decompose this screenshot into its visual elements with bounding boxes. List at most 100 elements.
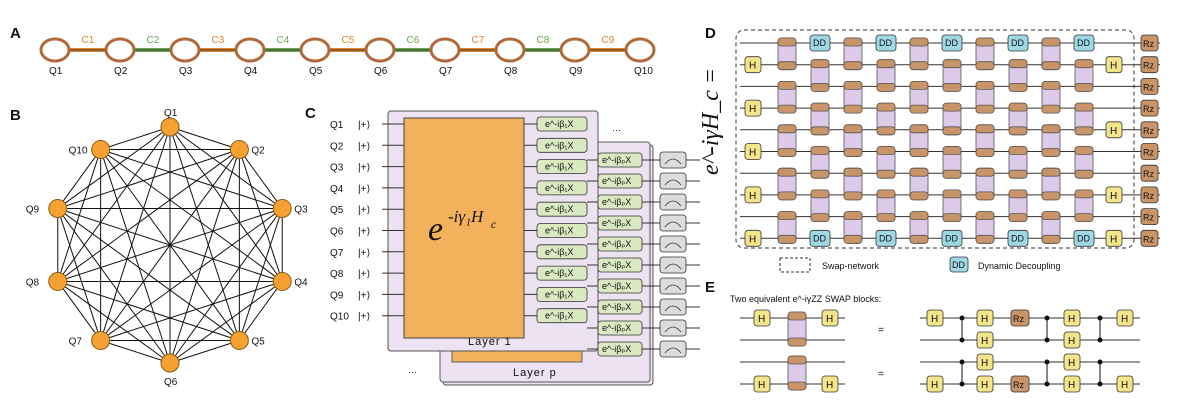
graph-node-8 bbox=[48, 271, 68, 291]
e-h-c-1-label: H bbox=[981, 336, 988, 347]
dd-gate bbox=[941, 229, 963, 247]
swap-cap-top bbox=[1041, 124, 1061, 134]
e-h-left-2 bbox=[753, 375, 771, 393]
mixer-label-1-9: e^-iβ₁X bbox=[545, 289, 573, 299]
graph-node-label-4: Q4 bbox=[294, 277, 308, 288]
chain-qubit-8 bbox=[494, 37, 526, 63]
legend-swap-text: Swap-network bbox=[822, 261, 880, 271]
rz-label: Rz bbox=[1143, 104, 1154, 114]
e-dot-1b bbox=[959, 381, 965, 387]
swap-cap-bottom bbox=[843, 61, 863, 71]
chain-qubit-3 bbox=[169, 37, 201, 63]
edge-7-9 bbox=[57, 208, 102, 341]
measure-9 bbox=[659, 319, 687, 337]
swap-cap-bottom bbox=[876, 213, 896, 223]
swap-cap-top bbox=[876, 189, 896, 199]
panel-label-e: E bbox=[705, 279, 715, 296]
swap-cap-bottom bbox=[1008, 213, 1028, 223]
swap-cap-bottom bbox=[975, 61, 995, 71]
swap-cap-bottom bbox=[1041, 234, 1061, 244]
swap-cap-bottom bbox=[942, 83, 962, 92]
dd-gate bbox=[875, 34, 897, 52]
graph-node-label-7: Q7 bbox=[69, 336, 83, 347]
graph-node-6 bbox=[160, 353, 180, 373]
mixer-label-p-2: e^-iβₚX bbox=[602, 176, 631, 186]
edge-1-2 bbox=[169, 126, 240, 151]
edge-5-10 bbox=[100, 149, 240, 341]
e-h-right-2-label: H bbox=[826, 380, 833, 391]
swap-cap-top bbox=[942, 102, 962, 112]
chain-qubit-2 bbox=[104, 37, 136, 63]
swap-cap-bottom bbox=[777, 148, 797, 157]
mixer-label-1-4: e^-iβ₁X bbox=[545, 183, 573, 193]
swap-network-box bbox=[735, 29, 1135, 249]
measure-6 bbox=[659, 256, 687, 274]
mixer-gate-1-2 bbox=[536, 137, 588, 153]
h-gate-left bbox=[744, 186, 762, 204]
measure-arc-2 bbox=[664, 179, 682, 186]
e-block-2-cap-top bbox=[787, 355, 807, 365]
measure-arc-5 bbox=[664, 242, 682, 249]
measure-arc-3 bbox=[664, 200, 682, 207]
swap-cap-top bbox=[909, 167, 929, 177]
e-rz-2 bbox=[1010, 375, 1030, 393]
swap-cap-bottom bbox=[876, 126, 896, 136]
c-init-state-1: |+⟩ bbox=[358, 120, 370, 131]
chain-qubit-label-4: Q4 bbox=[244, 66, 258, 77]
graph-node-label-6: Q6 bbox=[164, 377, 178, 388]
swap-cap-top bbox=[876, 59, 896, 69]
mixer-gate-p-6 bbox=[597, 257, 643, 273]
swap-cap-top bbox=[777, 37, 797, 47]
rz-label: Rz bbox=[1143, 39, 1154, 49]
e-dot-3b bbox=[1097, 381, 1103, 387]
edge-2-9 bbox=[57, 149, 240, 210]
edge-6-9 bbox=[57, 208, 171, 364]
edge-1-4 bbox=[169, 126, 283, 282]
mixer-gate-1-4 bbox=[536, 180, 588, 196]
edge-1-10 bbox=[100, 126, 171, 151]
e-h-c-2 bbox=[976, 375, 994, 393]
graph-node-10 bbox=[91, 140, 111, 160]
rz-gate bbox=[1140, 34, 1159, 52]
measure-2 bbox=[659, 172, 687, 190]
chain-qubit-5 bbox=[299, 37, 331, 63]
c-qubit-label-9: Q9 bbox=[330, 290, 344, 301]
dd-label: DD bbox=[945, 233, 958, 243]
coupler-label-9: C9 bbox=[602, 35, 615, 46]
coupler-label-4: C4 bbox=[277, 35, 290, 46]
swap-cap-top bbox=[810, 102, 830, 112]
panel-label-d: D bbox=[705, 25, 716, 42]
measure-arc-8 bbox=[664, 305, 682, 312]
mixer-label-p-1: e^-iβₚX bbox=[602, 155, 631, 165]
e-h-f-2-label: H bbox=[1121, 380, 1128, 391]
layer-p-label: Layer p bbox=[513, 367, 557, 379]
h-label-right: H bbox=[1110, 234, 1117, 245]
e-h-e-1-label: H bbox=[1068, 336, 1075, 347]
swap-cap-top bbox=[810, 189, 830, 199]
e-h-b-2 bbox=[976, 353, 994, 371]
mixer-label-p-6: e^-iβₚX bbox=[602, 260, 631, 270]
c-qubit-label-5: Q5 bbox=[330, 205, 344, 216]
c-init-state-7: |+⟩ bbox=[358, 248, 370, 259]
swap-cap-top bbox=[1041, 37, 1061, 47]
swap-cap-top bbox=[876, 102, 896, 112]
graph-node-3 bbox=[272, 199, 292, 219]
dd-label: DD bbox=[1077, 38, 1090, 48]
panel-label-a: A bbox=[10, 25, 21, 42]
measure-arc-4 bbox=[664, 221, 682, 228]
edge-4-10 bbox=[100, 149, 283, 282]
c-init-state-2: |+⟩ bbox=[358, 141, 370, 152]
swap-cap-top bbox=[843, 81, 863, 90]
rz-gate bbox=[1140, 208, 1159, 226]
h-label-right: H bbox=[1110, 126, 1117, 137]
dd-label: DD bbox=[813, 233, 826, 243]
measure-arc-6 bbox=[664, 263, 682, 270]
graph-node-label-1: Q1 bbox=[164, 108, 178, 119]
edge-6-8 bbox=[57, 281, 171, 364]
swap-cap-bottom bbox=[1074, 126, 1094, 136]
e-equals-1: = bbox=[878, 325, 884, 336]
coupler-label-7: C7 bbox=[472, 35, 485, 46]
e-h-a-1 bbox=[926, 309, 944, 327]
swap-cap-bottom bbox=[942, 213, 962, 223]
